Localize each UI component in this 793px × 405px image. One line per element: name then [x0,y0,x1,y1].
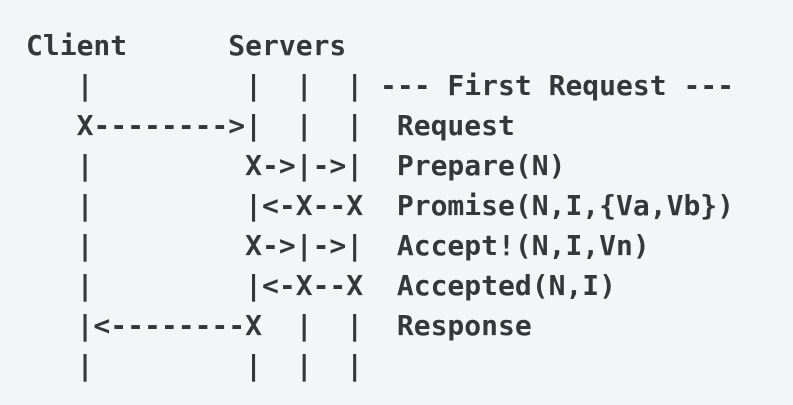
ascii-line-promise: | |<-X--X Promise(N,I,{Va,Vb}) [26,189,735,222]
ascii-art: Client Servers | | | | --- First Request… [26,26,793,386]
ascii-line-lifelines-tail: | | | | [26,349,364,382]
ascii-line-prepare: | X->|->| Prepare(N) [26,149,566,182]
ascii-line-accept: | X->|->| Accept!(N,I,Vn) [26,229,650,262]
ascii-line-request: X-------->| | | Request [26,109,515,142]
ascii-line-actors-header: Client Servers [26,29,347,62]
ascii-line-phase-first-request: | | | | --- First Request --- [26,69,735,102]
ascii-line-response: |<--------X | | Response [26,309,532,342]
ascii-line-accepted: | |<-X--X Accepted(N,I) [26,269,617,302]
